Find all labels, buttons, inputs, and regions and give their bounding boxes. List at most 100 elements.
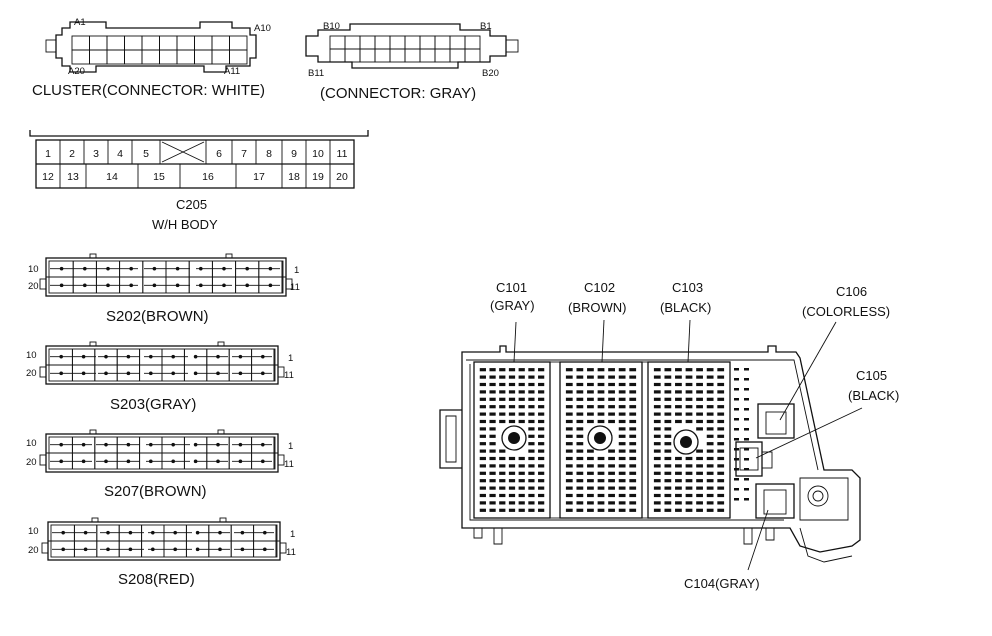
white-connector-cavity — [176, 35, 195, 51]
c106-color: (COLORLESS) — [802, 304, 890, 319]
pin-label-a1: A1 — [74, 17, 86, 28]
c205-pin-label: 3 — [93, 148, 99, 160]
s203-pin-11: 11 — [284, 370, 294, 381]
gray-connector-cavity — [449, 35, 466, 50]
c205-pin-label: 15 — [153, 171, 165, 183]
white-connector-cavity — [106, 35, 125, 51]
s202-pin-10: 10 — [28, 264, 39, 275]
splice-terminal — [193, 459, 198, 464]
splice-connector-body — [39, 341, 285, 385]
white-connector-cavity — [159, 35, 178, 51]
white-connector-cavity — [194, 35, 213, 51]
s202-caption: S202(BROWN) — [106, 308, 209, 325]
cluster-gray-connector: B10 B1 B11 B20 (CONNECTOR: GRAY) — [305, 21, 519, 102]
gray-connector-cavity — [374, 35, 391, 50]
c205-pin-label: 11 — [337, 148, 348, 160]
white-connector-cavity — [211, 35, 230, 51]
junction-box: C101 (GRAY) C102 (BROWN) C103 (BLACK) C1… — [439, 280, 899, 591]
gray-connector-cavity — [419, 48, 436, 63]
gray-connector-cavity — [344, 48, 361, 63]
splice-labels: S202(BROWN) 10 20 1 11 S203(GRAY) 10 20 … — [26, 264, 300, 588]
pin-label-a20: A20 — [68, 66, 85, 77]
gray-connector-cavity — [389, 35, 406, 50]
gray-connector-cavity — [434, 48, 451, 63]
c205-pin-label: 14 — [106, 171, 118, 183]
c205-title: C205 — [176, 197, 207, 212]
c205-pin-label: 7 — [241, 148, 247, 160]
white-connector-cavity — [141, 49, 160, 65]
jb-connector-block — [473, 361, 551, 519]
c205-pin-label: 1 — [45, 148, 51, 160]
s208-pin-11: 11 — [286, 547, 296, 558]
pin-label-b11: B11 — [308, 68, 324, 79]
c205-pin-label: 18 — [288, 171, 300, 183]
gray-connector-cavity — [329, 35, 346, 50]
cluster-gray-caption: (CONNECTOR: GRAY) — [320, 85, 476, 102]
c105-label: C105 — [856, 368, 887, 383]
c105-color: (BLACK) — [848, 388, 899, 403]
c102-color: (BROWN) — [568, 300, 627, 315]
white-connector-cavity — [124, 49, 143, 65]
pin-label-b20: B20 — [482, 68, 499, 79]
c205-pin-label: 4 — [117, 148, 123, 160]
c102-label: C102 — [584, 280, 615, 295]
white-connector-cavity — [124, 35, 143, 51]
s202-pin-20: 20 — [28, 281, 39, 292]
white-connector-cavity — [194, 49, 213, 65]
gray-connector-cavity — [449, 48, 466, 63]
white-connector-cavity — [229, 35, 248, 51]
gray-connector-cavity — [359, 48, 376, 63]
s207-caption: S207(BROWN) — [104, 483, 207, 500]
s203-pin-1: 1 — [288, 353, 293, 364]
pin-label-a11: A11 — [224, 66, 240, 77]
splice-connector-body — [39, 429, 285, 473]
c103-color: (BLACK) — [660, 300, 711, 315]
jb-connector-block — [559, 361, 643, 519]
white-connector-cavity — [229, 49, 248, 65]
c205-pin-label: 19 — [312, 171, 324, 183]
c205-pin-label: 8 — [266, 148, 272, 160]
gray-connector-cavity — [329, 48, 346, 63]
s203-caption: S203(GRAY) — [110, 396, 196, 413]
white-connector-cavity — [176, 49, 195, 65]
white-connector-cavity — [71, 49, 90, 65]
splice-connector-body — [41, 517, 287, 561]
pin-label-a10: A10 — [254, 23, 271, 34]
c104-label: C104(GRAY) — [684, 576, 760, 591]
c106-label: C106 — [836, 284, 867, 299]
gray-connector-cavity — [464, 35, 481, 50]
c205-pin-label: 6 — [216, 148, 222, 160]
s208-pin-10: 10 — [28, 526, 39, 537]
gray-connector-cavity — [434, 35, 451, 50]
c205-pin-label: 2 — [69, 148, 75, 160]
gray-connector-cavity — [404, 35, 421, 50]
white-connector-cavity — [141, 35, 160, 51]
c205-subtitle: W/H BODY — [152, 217, 218, 232]
s207-pin-1: 1 — [288, 441, 293, 452]
c205-pin-label: 17 — [253, 171, 265, 183]
s208-pin-20: 20 — [28, 545, 39, 556]
white-connector-cavity — [211, 49, 230, 65]
white-connector-cavity — [89, 49, 108, 65]
white-connector-cavity — [106, 49, 125, 65]
white-connector-cavity — [89, 35, 108, 51]
c205-pin-label: 13 — [67, 171, 79, 183]
splice-terminal — [193, 442, 198, 447]
gray-connector-cavity — [374, 48, 391, 63]
c101-label: C101 — [496, 280, 527, 295]
gray-connector-cavity — [404, 48, 421, 63]
c101-color: (GRAY) — [490, 298, 535, 313]
s207-pin-20: 20 — [26, 457, 37, 468]
splice-connectors — [39, 253, 293, 561]
s202-pin-1: 1 — [294, 265, 299, 276]
c205-pin-label: 16 — [202, 171, 214, 183]
white-connector-cavity — [159, 49, 178, 65]
s208-caption: S208(RED) — [118, 571, 195, 588]
gray-connector-cavity — [464, 48, 481, 63]
gray-connector-cavity — [389, 48, 406, 63]
c205-pin-label: 10 — [312, 148, 324, 160]
c205-pin-label: 9 — [291, 148, 297, 160]
jb-connector-block — [647, 361, 731, 519]
